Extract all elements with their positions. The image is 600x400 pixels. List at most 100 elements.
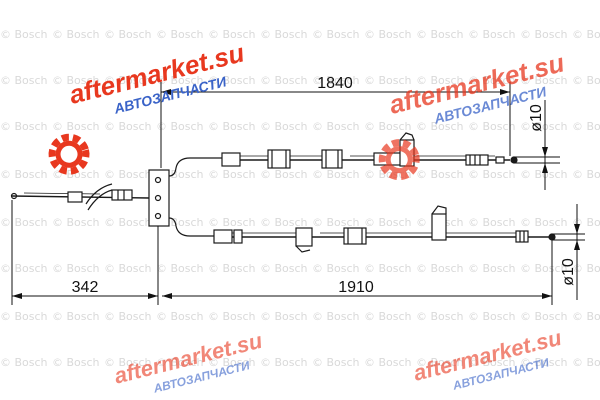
watermark-text: © Bosch bbox=[104, 168, 152, 181]
watermark-text: © Bosch bbox=[468, 262, 516, 275]
watermark-text: © Bosch bbox=[520, 28, 568, 41]
watermark-text: © Bosch bbox=[104, 356, 152, 369]
watermark-text: © Bosch bbox=[364, 310, 412, 323]
gear-icon bbox=[48, 133, 90, 175]
upper-end-ball bbox=[510, 156, 518, 164]
watermark-text: © Bosch bbox=[572, 74, 600, 87]
watermark-text: © Bosch bbox=[104, 74, 152, 87]
watermark-text: © Bosch bbox=[260, 120, 308, 133]
watermark-text: © Bosch bbox=[260, 356, 308, 369]
watermark-text: © Bosch bbox=[156, 28, 204, 41]
watermark-text: © Bosch bbox=[416, 310, 464, 323]
watermark-text: © Bosch bbox=[312, 28, 360, 41]
watermark-grid: © Bosch © Bosch © Bosch © Bosch © Bosch © Bos… bbox=[0, 28, 600, 369]
watermark-text: © Bosch bbox=[208, 74, 256, 87]
lower-end-ball bbox=[548, 233, 556, 241]
watermark-text: © Bosch bbox=[52, 120, 100, 133]
left-connector bbox=[111, 189, 133, 201]
watermark-text: © Bosch bbox=[364, 356, 412, 369]
watermark-text: © Bosch bbox=[520, 310, 568, 323]
watermark-text: © Bosch bbox=[208, 356, 256, 369]
upper-sleeve-3 bbox=[321, 149, 343, 169]
watermark-text: © Bosch bbox=[416, 28, 464, 41]
watermark-text: © Bosch bbox=[52, 310, 100, 323]
watermark-text: © Bosch bbox=[0, 262, 48, 275]
watermark-text: © Bosch bbox=[0, 216, 48, 229]
watermark-text: © Bosch bbox=[312, 74, 360, 87]
watermark-text: © Bosch bbox=[260, 216, 308, 229]
watermark-text: © Bosch bbox=[572, 310, 600, 323]
mounting-bracket bbox=[148, 169, 170, 227]
watermark-text: © Bosch bbox=[416, 262, 464, 275]
dim-upper-diameter-label: ø10 bbox=[528, 104, 545, 132]
bracket-hole-3 bbox=[154, 212, 162, 220]
watermark-text: © Bosch bbox=[468, 356, 516, 369]
watermark-text: © Bosch bbox=[468, 216, 516, 229]
lower-sleeve-2 bbox=[233, 229, 243, 244]
watermark-text: © Bosch bbox=[364, 216, 412, 229]
watermark-text: © Bosch bbox=[416, 356, 464, 369]
dimension-lines bbox=[11, 82, 585, 305]
watermark-text: © Bosch bbox=[468, 310, 516, 323]
watermark-text: © Bosch bbox=[260, 74, 308, 87]
upper-cable bbox=[168, 157, 222, 177]
watermark-text: © Bosch bbox=[104, 120, 152, 133]
watermark-text: © Bosch bbox=[0, 28, 48, 41]
dim-lower-diameter-label: ø10 bbox=[560, 258, 577, 286]
lower-end-fitting bbox=[515, 230, 529, 243]
lower-cable bbox=[168, 217, 214, 237]
left-end-ball bbox=[10, 192, 18, 200]
watermark-text: © Bosch bbox=[52, 262, 100, 275]
watermark-text: © Bosch bbox=[0, 310, 48, 323]
watermark-text: © Bosch bbox=[156, 262, 204, 275]
lower-clamp bbox=[431, 213, 447, 241]
watermark-text: © Bosch bbox=[156, 120, 204, 133]
watermark-text: © Bosch bbox=[520, 168, 568, 181]
watermark-text: © Bosch bbox=[52, 356, 100, 369]
watermark-text: © Bosch bbox=[416, 168, 464, 181]
watermark-text: © Bosch bbox=[416, 120, 464, 133]
dim-1910-label: 1910 bbox=[338, 279, 374, 296]
watermark-text: © Bosch bbox=[104, 262, 152, 275]
watermark-text: © Bosch bbox=[468, 120, 516, 133]
watermark-text: © Bosch bbox=[364, 28, 412, 41]
dimension-labels: 1840 342 1910 ø10 ø10 bbox=[72, 75, 577, 296]
upper-sleeve-2 bbox=[267, 149, 291, 169]
watermark-text: © Bosch bbox=[260, 28, 308, 41]
watermark-text: © Bosch bbox=[52, 216, 100, 229]
watermark-text: © Bosch bbox=[104, 216, 152, 229]
lower-sleeve-3 bbox=[343, 227, 367, 245]
watermark-text: © Bosch bbox=[572, 262, 600, 275]
watermark-text: © Bosch bbox=[468, 28, 516, 41]
dim-342-label: 342 bbox=[72, 279, 99, 296]
watermark-text: © Bosch bbox=[520, 262, 568, 275]
watermark-text: © Bosch bbox=[260, 168, 308, 181]
watermark-text: © Bosch bbox=[364, 120, 412, 133]
watermark-text: © Bosch bbox=[520, 120, 568, 133]
watermark-text: © Bosch bbox=[572, 356, 600, 369]
watermark-text: © Bosch bbox=[364, 262, 412, 275]
watermark-text: © Bosch bbox=[156, 356, 204, 369]
gear-icon bbox=[378, 139, 420, 181]
watermark-text: © Bosch bbox=[520, 216, 568, 229]
watermark-text: © Bosch bbox=[260, 262, 308, 275]
watermark-text: © Bosch bbox=[312, 262, 360, 275]
watermark-text: © Bosch bbox=[208, 216, 256, 229]
watermark-text: © Bosch bbox=[312, 120, 360, 133]
bracket-hole-2 bbox=[154, 194, 162, 202]
left-sleeve bbox=[67, 191, 83, 203]
watermark-text: © Bosch bbox=[156, 310, 204, 323]
watermark-text: © Bosch bbox=[52, 74, 100, 87]
watermark-text: © Bosch bbox=[572, 168, 600, 181]
watermark-text: © Bosch bbox=[208, 120, 256, 133]
lower-clip bbox=[295, 227, 313, 247]
watermark-text: © Bosch bbox=[104, 28, 152, 41]
watermark-text: © Bosch bbox=[312, 168, 360, 181]
watermark-text: © Bosch bbox=[312, 310, 360, 323]
bracket-hole-1 bbox=[154, 176, 162, 184]
watermark-text: © Bosch bbox=[208, 262, 256, 275]
watermark-text: © Bosch bbox=[208, 28, 256, 41]
upper-nipple bbox=[495, 156, 505, 164]
watermark-text: © Bosch bbox=[208, 310, 256, 323]
